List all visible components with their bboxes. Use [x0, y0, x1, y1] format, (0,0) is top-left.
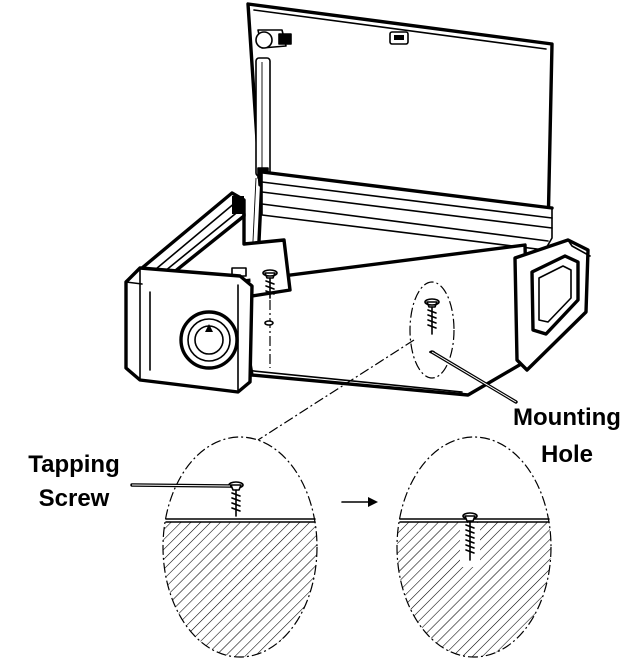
detail-after [396, 436, 552, 658]
screw-left-main [262, 269, 278, 368]
left-side-arm [140, 191, 292, 298]
tapping-label-line1: Tapping [28, 451, 120, 478]
detail-before [130, 436, 318, 658]
left-end-cap [124, 266, 254, 394]
projection-line [257, 339, 415, 441]
mounting-label-line1: Mounting [513, 404, 621, 431]
mounting-hole-callout [409, 281, 518, 404]
lid-latch [389, 31, 409, 45]
mounting-label-line2: Hole [541, 441, 593, 468]
right-end-cap [513, 238, 591, 372]
tapping-label-line2: Screw [39, 485, 110, 512]
thermostat-dial [179, 310, 239, 370]
right-arrow-icon [341, 497, 378, 507]
rear-rail [260, 170, 554, 251]
